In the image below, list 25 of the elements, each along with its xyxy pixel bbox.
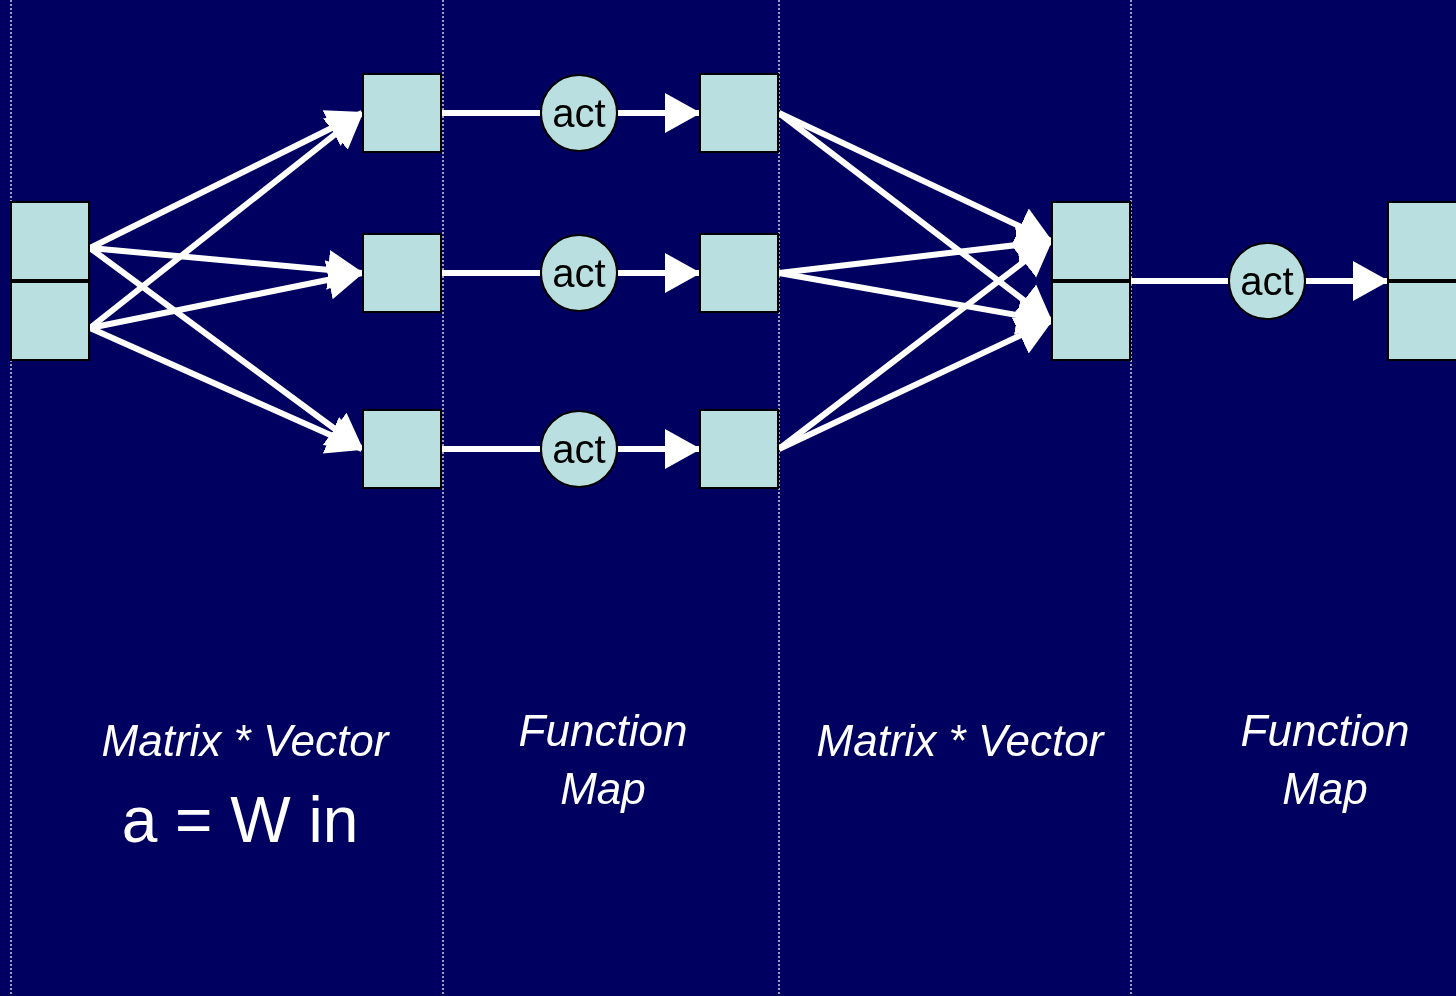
node-label: act: [552, 253, 606, 293]
vector-cell: [1387, 201, 1456, 281]
vector-cell: [362, 409, 442, 489]
stage-label: Matrix * Vector: [815, 715, 1106, 767]
arrow: [618, 429, 701, 469]
vector-cell: [1387, 281, 1456, 361]
vector-cell: [699, 233, 779, 313]
arrow: [618, 253, 701, 293]
stage-label: Function Map: [517, 705, 689, 815]
node-label: act: [552, 429, 606, 469]
stage-label: Function Map: [1239, 705, 1411, 815]
vector-cell: [1051, 201, 1131, 281]
vector-cell: [362, 233, 442, 313]
arrow: [618, 93, 701, 133]
vector-cell: [1051, 281, 1131, 361]
vector-cell: [362, 73, 442, 153]
node-label: act: [552, 93, 606, 133]
arrow: [1306, 261, 1389, 301]
vector-cell: [699, 73, 779, 153]
vector-cell: [10, 281, 90, 361]
vector-cell: [10, 201, 90, 281]
stage-label: Matrix * Vector: [100, 715, 391, 767]
vector-cell: [699, 409, 779, 489]
formula-label: a = W in: [120, 783, 360, 858]
node-label: act: [1240, 261, 1294, 301]
